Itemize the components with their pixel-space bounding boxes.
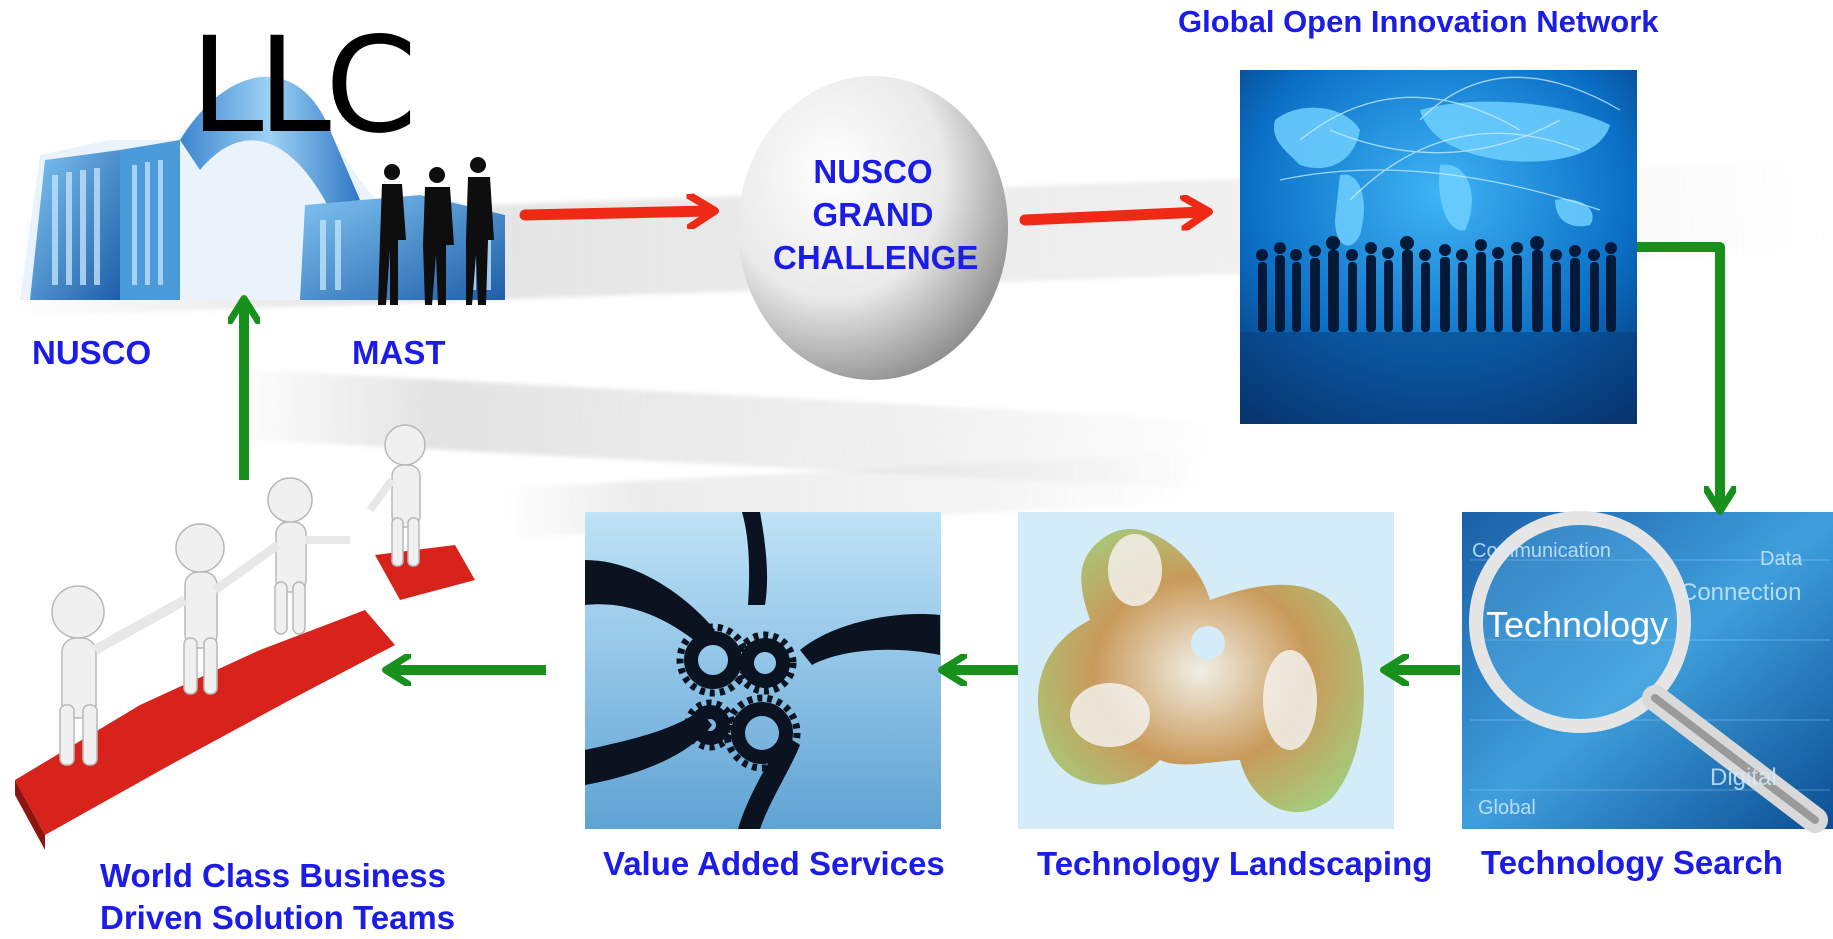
solution-teams-line-2: Driven Solution Teams bbox=[100, 899, 456, 936]
grand-challenge-line-3: CHALLENGE bbox=[773, 239, 979, 276]
business-people-silhouettes-icon bbox=[378, 157, 494, 305]
grand-challenge-line-1: NUSCO bbox=[813, 153, 933, 190]
digital-word: Digital bbox=[1710, 764, 1777, 791]
magnifying-glass-icon bbox=[1469, 511, 1691, 733]
data-word: Data bbox=[1760, 548, 1803, 570]
grand-challenge-label: NUSCO GRAND CHALLENGE bbox=[773, 150, 979, 279]
solution-teams-line-1: World Class Business bbox=[100, 857, 447, 894]
nusco-mast-buildings-image bbox=[20, 75, 505, 305]
llc-logo-text: LLC bbox=[190, 9, 417, 163]
white-figures-icon bbox=[51, 424, 426, 766]
grand-challenge-sphere bbox=[738, 76, 1008, 380]
crowd-silhouettes-icon bbox=[1256, 236, 1617, 332]
global-word: Global bbox=[1478, 797, 1536, 819]
technology-landscaping-label: Technology Landscaping bbox=[1037, 845, 1433, 882]
technology-search-image: Technology Communication Data Connection… bbox=[1462, 511, 1833, 833]
technology-landscaping-image bbox=[1018, 512, 1394, 829]
arrow-to-grand-challenge bbox=[519, 211, 708, 215]
solution-teams-label: World Class Business Driven Solution Tea… bbox=[100, 855, 455, 939]
solution-teams-image bbox=[15, 424, 475, 850]
connection-word: Connection bbox=[1680, 579, 1801, 606]
arrow-to-technology-search bbox=[1637, 242, 1720, 505]
mast-label: MAST bbox=[352, 334, 446, 371]
value-added-services-image bbox=[585, 512, 941, 829]
global-network-label: Global Open Innovation Network bbox=[1178, 4, 1659, 39]
global-network-image bbox=[1240, 70, 1637, 424]
communication-word: Communication bbox=[1472, 540, 1611, 562]
grand-challenge-line-2: GRAND bbox=[812, 196, 934, 233]
value-added-services-label: Value Added Services bbox=[603, 845, 945, 882]
technology-search-label: Technology Search bbox=[1481, 844, 1783, 881]
arrow-to-global-network bbox=[1019, 212, 1202, 220]
nusco-label: NUSCO bbox=[32, 334, 152, 371]
technology-word: Technology bbox=[1486, 604, 1668, 645]
